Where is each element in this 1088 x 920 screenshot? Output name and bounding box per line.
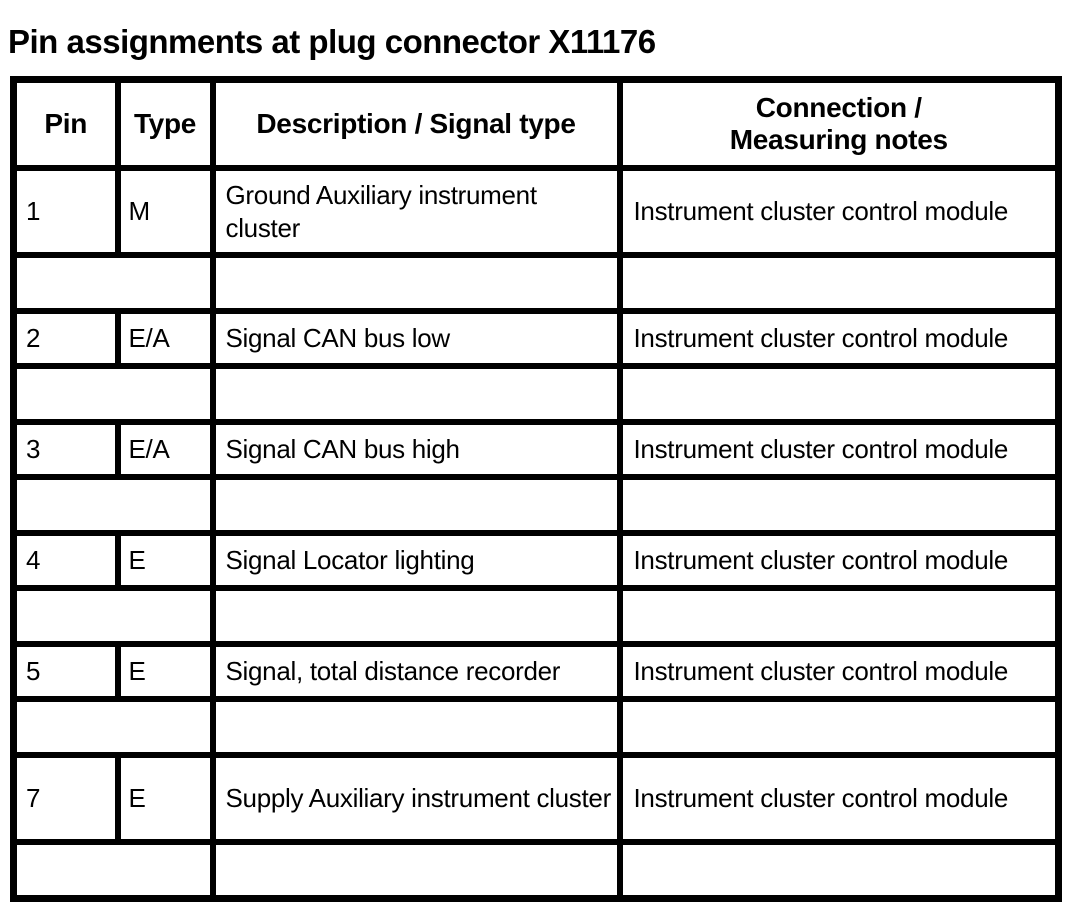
pin-cell: 4 [10,530,121,591]
spacer-row [10,839,1062,902]
spacer-description-cell [209,839,623,902]
pin-cell: 7 [10,752,121,845]
spacer-pin-type-cell [10,363,216,425]
header-pin: Pin [10,76,121,171]
spacer-row [10,474,1062,536]
pin-cell: 3 [10,419,121,480]
connection-cell: Instrument cluster control module [616,752,1062,845]
spacer-description-cell [209,252,623,314]
page-title: Pin assignments at plug connector X11176 [8,23,656,61]
description-cell: Signal, total distance recorder [209,641,623,702]
spacer-description-cell [209,363,623,425]
description-cell: Ground Auxiliary instrument cluster [209,165,623,258]
connection-cell: Instrument cluster control module [616,641,1062,702]
type-cell: E/A [114,308,216,369]
spacer-pin-type-cell [10,839,216,902]
connection-cell: Instrument cluster control module [616,530,1062,591]
pin-cell: 1 [10,165,121,258]
description-cell: Signal CAN bus low [209,308,623,369]
description-cell: Signal CAN bus high [209,419,623,480]
spacer-description-cell [209,585,623,647]
type-cell: E [114,752,216,845]
type-cell: E [114,530,216,591]
spacer-pin-type-cell [10,696,216,758]
table-row-pin-5: 5 E Signal, total distance recorder Inst… [10,641,1062,702]
spacer-connection-cell [616,585,1062,647]
spacer-connection-cell [616,839,1062,902]
table-row-pin-3: 3 E/A Signal CAN bus high Instrument clu… [10,419,1062,480]
spacer-connection-cell [616,696,1062,758]
spacer-row [10,363,1062,425]
spacer-pin-type-cell [10,585,216,647]
table-row-pin-2: 2 E/A Signal CAN bus low Instrument clus… [10,308,1062,369]
spacer-pin-type-cell [10,474,216,536]
spacer-row [10,252,1062,314]
pin-assignment-table: Pin Type Description / Signal type Conne… [10,76,1062,902]
description-cell: Signal Locator lighting [209,530,623,591]
pin-cell: 2 [10,308,121,369]
spacer-connection-cell [616,474,1062,536]
table-row-pin-4: 4 E Signal Locator lighting Instrument c… [10,530,1062,591]
connection-cell: Instrument cluster control module [616,308,1062,369]
header-type: Type [114,76,216,171]
connection-cell: Instrument cluster control module [616,419,1062,480]
spacer-description-cell [209,474,623,536]
spacer-pin-type-cell [10,252,216,314]
spacer-row [10,585,1062,647]
table-row-pin-1: 1 M Ground Auxiliary instrument cluster … [10,165,1062,258]
spacer-row [10,696,1062,758]
header-connection: Connection / Measuring notes [616,76,1062,171]
type-cell: E/A [114,419,216,480]
type-cell: E [114,641,216,702]
connection-cell: Instrument cluster control module [616,165,1062,258]
table-row-pin-7: 7 E Supply Auxiliary instrument cluster … [10,752,1062,845]
pin-cell: 5 [10,641,121,702]
spacer-description-cell [209,696,623,758]
spacer-connection-cell [616,252,1062,314]
header-description: Description / Signal type [209,76,623,171]
spacer-connection-cell [616,363,1062,425]
table-header-row: Pin Type Description / Signal type Conne… [10,76,1062,171]
description-cell: Supply Auxiliary instrument cluster [209,752,623,845]
type-cell: M [114,165,216,258]
